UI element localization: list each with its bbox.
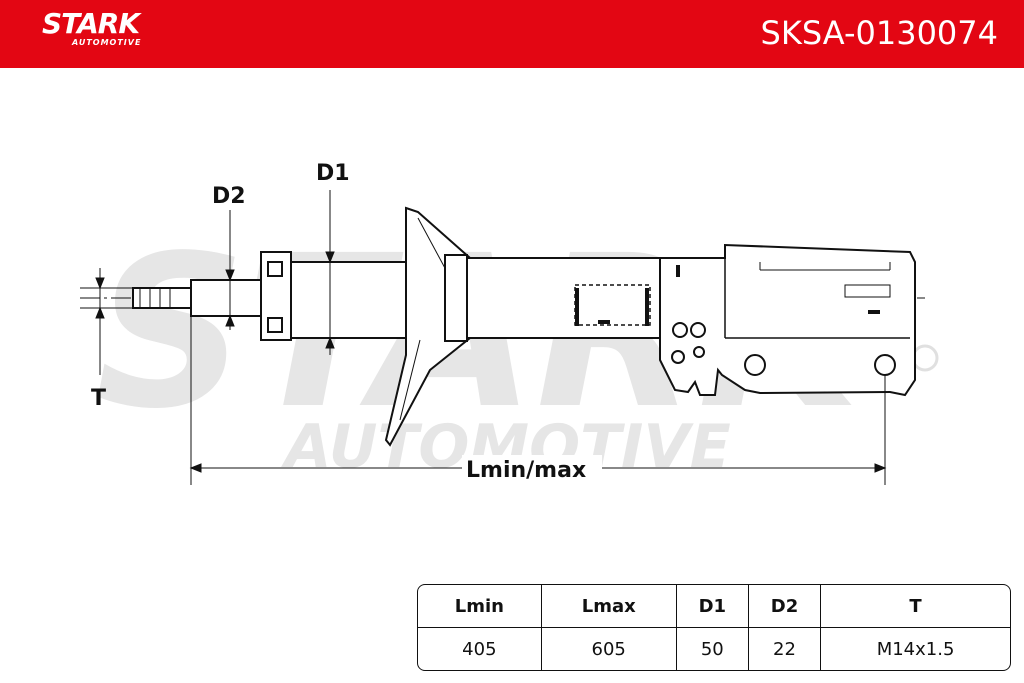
spec-header-lmax: Lmax (541, 585, 677, 628)
d2-arrow-top (225, 269, 235, 282)
spec-table: Lmin Lmax D1 D2 T 405 605 50 22 M14x1.5 (417, 584, 1011, 671)
d1-label: D1 (316, 161, 350, 186)
t-label: T (91, 386, 106, 411)
spec-header-lmin: Lmin (418, 585, 542, 628)
t-arrow-bottom (95, 306, 105, 319)
spec-value-d1: 50 (677, 628, 749, 670)
logo-subtitle: AUTOMOTIVE (72, 38, 142, 47)
length-label-bg (462, 455, 602, 483)
spec-header-d2: D2 (748, 585, 822, 628)
stark-logo: STARK AUTOMOTIVE (42, 7, 142, 48)
logo-wordmark: STARK (42, 7, 140, 40)
header-bar: STARK AUTOMOTIVE SKSA-0130074 (0, 0, 1024, 68)
spec-value-lmax: 605 (542, 628, 677, 670)
spec-value-lmin: 405 (418, 628, 542, 670)
spec-header-row: Lmin Lmax D1 D2 T (418, 585, 1010, 628)
part-number: SKSA-0130074 (760, 14, 998, 52)
spec-value-t: M14x1.5 (876, 638, 955, 660)
length-label: Lmin/max (466, 458, 586, 483)
strut-outline (80, 206, 925, 447)
spec-header-d1: D1 (676, 585, 749, 628)
length-arrow-left (189, 463, 202, 473)
spec-value-d2: 22 (749, 628, 822, 670)
t-arrow-top (95, 277, 105, 290)
spec-value-row: 405 605 50 22 M14x1.5 (418, 628, 1010, 670)
length-arrow-right (874, 463, 887, 473)
shock-absorber-drawing: STARK AUTOMOTIVE (80, 161, 939, 485)
d2-arrow-bottom (225, 314, 235, 327)
spec-header-t: T (821, 585, 1010, 628)
d2-label: D2 (212, 184, 246, 209)
d1-arrow-top (325, 251, 335, 264)
watermark-registered-icon (911, 344, 939, 372)
d1-arrow-bottom (325, 336, 335, 349)
